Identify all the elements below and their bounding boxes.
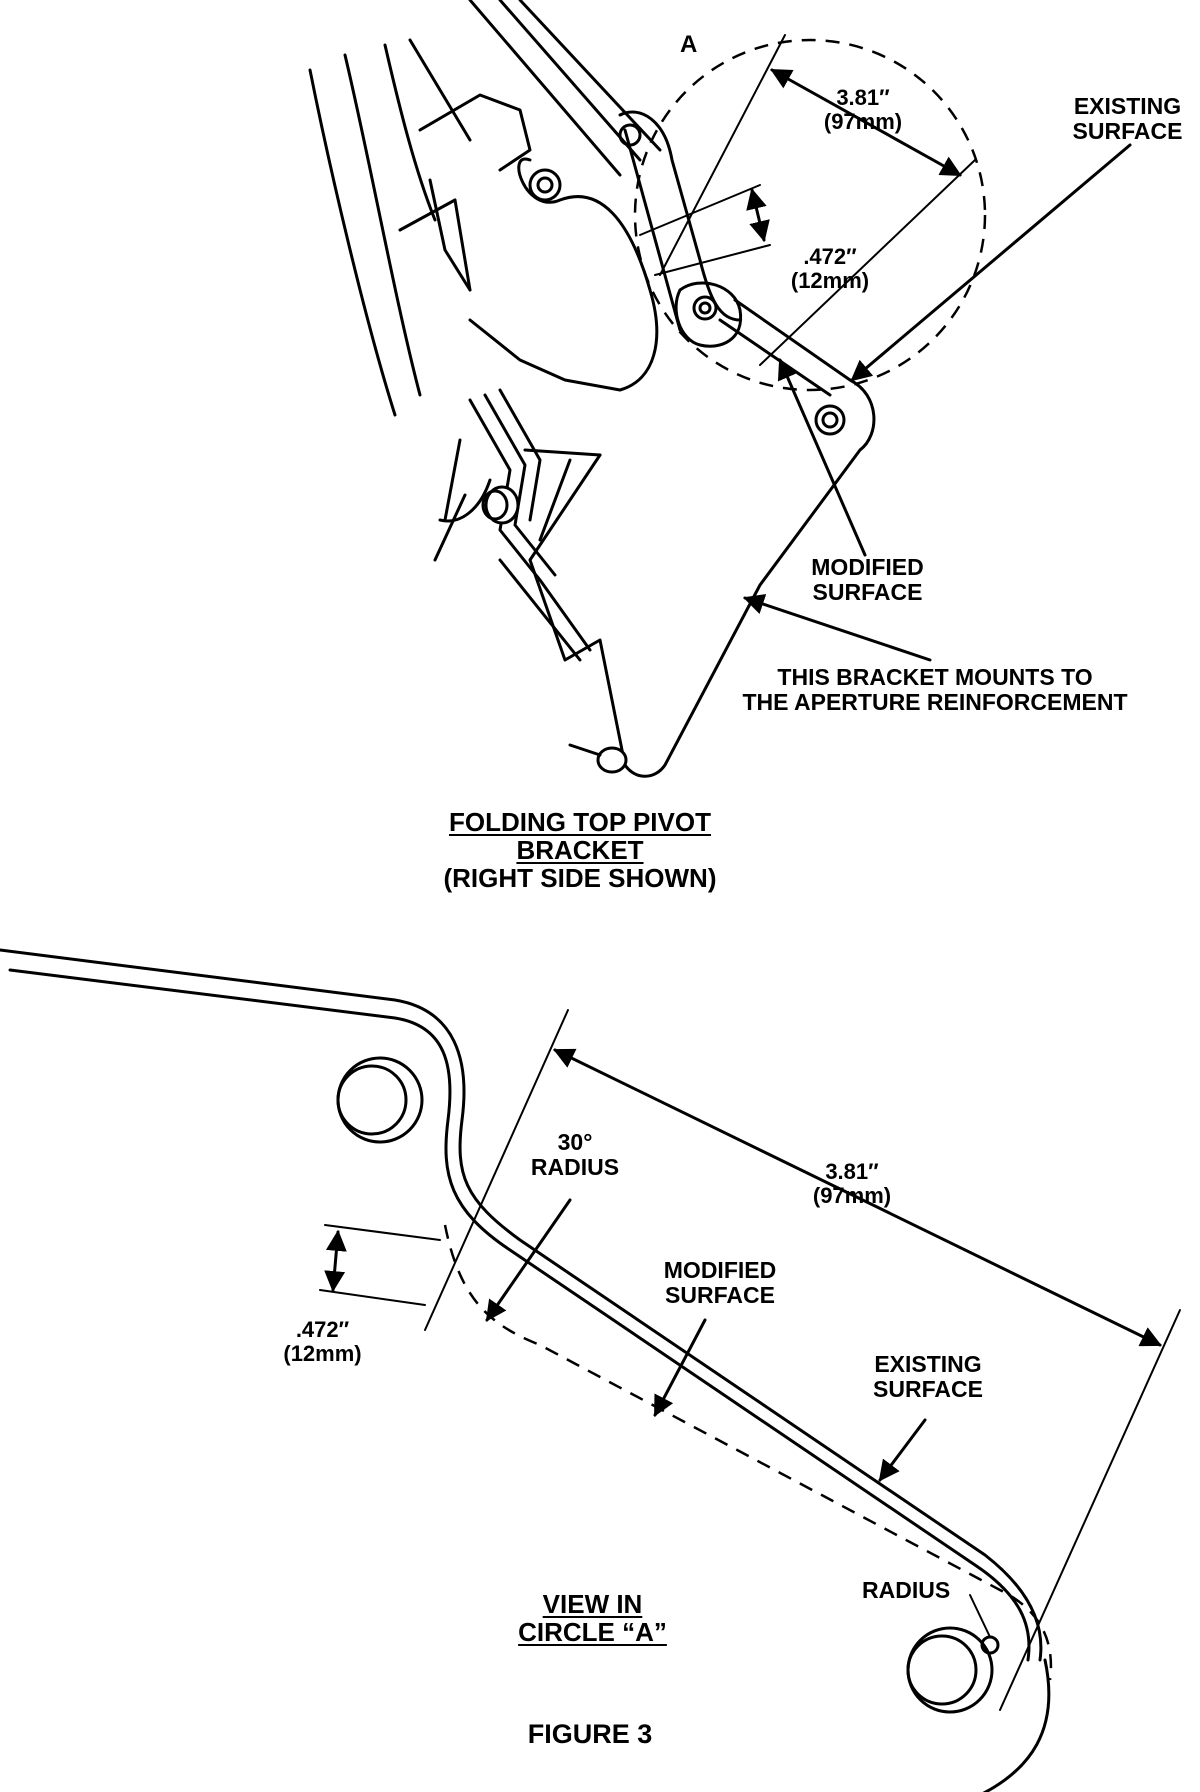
angle-radius-word: RADIUS: [530, 1153, 620, 1180]
detail-modified-surface-label: MODIFIED SURFACE: [645, 1258, 795, 1308]
top-length-inches: 3.81″: [836, 85, 890, 110]
top-view-caption: FOLDING TOP PIVOT BRACKET (RIGHT SIDE SH…: [410, 808, 750, 892]
detail-view-caption: VIEW IN CIRCLE “A”: [500, 1590, 685, 1646]
top-existing-line-1: EXISTING: [1073, 93, 1182, 119]
detail-existing-surface-label: EXISTING SURFACE: [858, 1352, 998, 1402]
detail-offset-dimension: .472″ (12mm): [270, 1318, 375, 1366]
detail-caption-line-1: VIEW IN: [542, 1589, 643, 1619]
pivot-bracket-illustration: [308, 0, 1132, 778]
detail-modified-line-2: SURFACE: [665, 1281, 775, 1308]
caption-line-3: (RIGHT SIDE SHOWN): [443, 863, 717, 894]
bracket-mount-note: THIS BRACKET MOUNTS TO THE APERTURE REIN…: [700, 665, 1170, 715]
top-existing-line-2: SURFACE: [1072, 117, 1183, 144]
top-modified-line-2: SURFACE: [812, 578, 923, 605]
top-modified-line-1: MODIFIED: [811, 554, 924, 580]
detail-existing-line-1: EXISTING: [874, 1351, 982, 1377]
detail-length-inches: 3.81″: [825, 1159, 879, 1184]
bracket-note-line-2: THE APERTURE REINFORCEMENT: [742, 688, 1128, 715]
top-length-dimension: 3.81″ (97mm): [808, 86, 918, 134]
top-offset-dimension: .472″ (12mm): [775, 245, 885, 293]
figure-label: FIGURE 3: [527, 1719, 653, 1749]
caption-line-2: BRACKET: [516, 835, 644, 866]
detail-caption-line-2: CIRCLE “A”: [518, 1617, 667, 1648]
detail-length-mm: (97mm): [812, 1182, 892, 1208]
top-modified-surface-label: MODIFIED SURFACE: [795, 555, 940, 605]
circle-a-label: A: [680, 31, 698, 58]
detail-angle-radius-label: 30° RADIUS: [515, 1130, 635, 1180]
detail-offset-mm: (12mm): [283, 1340, 362, 1366]
bracket-note-line-1: THIS BRACKET MOUNTS TO: [777, 664, 1093, 690]
detail-modified-line-1: MODIFIED: [663, 1257, 777, 1283]
caption-line-1: FOLDING TOP PIVOT: [449, 807, 711, 837]
top-offset-mm: (12mm): [790, 267, 870, 293]
angle-value: 30°: [557, 1129, 593, 1155]
circle-a-detail-drawing: [0, 948, 1181, 1792]
detail-offset-inches: .472″: [295, 1317, 350, 1342]
detail-length-dimension: 3.81″ (97mm): [797, 1160, 907, 1208]
top-offset-inches: .472″: [803, 244, 857, 269]
detail-radius-label: RADIUS: [862, 1577, 951, 1603]
top-length-mm: (97mm): [823, 108, 903, 134]
top-existing-surface-label: EXISTING SURFACE: [1060, 94, 1195, 144]
detail-existing-line-2: SURFACE: [873, 1375, 983, 1402]
